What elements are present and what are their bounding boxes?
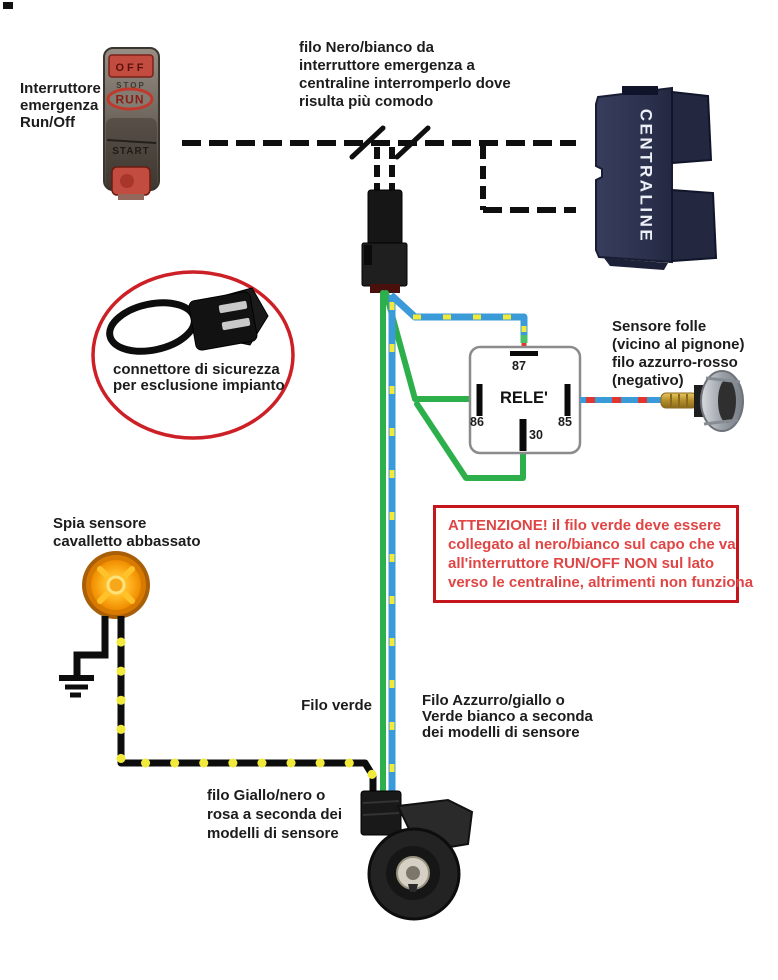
label-line: Filo verde [301, 697, 372, 714]
lamp-center [106, 575, 126, 595]
wire-cut-mark-1 [349, 125, 386, 160]
label-line: connettore di sicurezza [113, 361, 280, 378]
stand-sensor-hole [406, 866, 420, 880]
wire-lamp-ground [73, 616, 109, 677]
label-safety-connector: connettore di sicurezza per esclusione i… [113, 362, 285, 394]
ecu-label: CENTRALINE [637, 109, 656, 244]
wire-cut-mark-2 [394, 125, 431, 160]
note-line: risulta più comodo [299, 93, 434, 110]
note-line: filo Nero/bianco da [299, 39, 435, 56]
kill-switch-bottom-button-detail [120, 174, 134, 188]
label-neutral-sensor: Sensore folle (vicino al pignone) filo a… [612, 318, 745, 390]
ecu-tab-bottom [671, 188, 718, 263]
wire-blue-to-87-dashes [413, 314, 527, 332]
kill-switch-run-label: RUN [116, 93, 145, 107]
kill-switch-run-button [106, 87, 154, 111]
label-line: per esclusione impianto [113, 377, 285, 394]
neutral-sensor-hex-edges [703, 376, 741, 426]
relay-pin-label-85: 85 [558, 415, 572, 429]
neutral-sensor-slot [718, 379, 736, 423]
wire-black-white-dashed [182, 125, 576, 213]
inline-connector-top [367, 189, 403, 247]
label-green-wire: Filo verde [300, 697, 372, 715]
stand-lamp [82, 551, 150, 619]
warning-line: collegato al nero/bianco sul capo che va [448, 536, 736, 553]
relay-pin-30 [519, 419, 527, 451]
neutral-sensor [660, 370, 744, 432]
relay-label: RELE' [500, 389, 548, 407]
warning-line: ATTENZIONE! il filo verde deve essere [448, 517, 722, 534]
kill-switch-stop-label: STOP [116, 81, 146, 90]
relay-pin-label-30: 30 [529, 428, 543, 442]
wire-green-to-86 [383, 290, 479, 402]
label-blue-yellow-wire: Filo Azzurro/giallo o Verde bianco a sec… [422, 693, 593, 741]
label-line: rosa a seconda dei [207, 806, 343, 823]
kill-switch-off-label: OFF [116, 62, 147, 74]
stand-sensor-ridge [362, 800, 400, 804]
safety-connector-group [91, 270, 295, 440]
note-black-white-wire: filo Nero/bianco da interruttore emergen… [299, 39, 511, 111]
label-line: Filo Azzurro/giallo o [422, 692, 565, 709]
label-line: Run/Off [20, 114, 75, 131]
label-stand-lamp: Spia sensore cavalletto abbassato [53, 515, 201, 551]
safety-connector-loop [106, 299, 198, 355]
label-kill-switch: Interruttore emergenza Run/Off [20, 80, 101, 131]
blue-yellow-wires [388, 292, 528, 791]
relay-pin-87 [510, 351, 538, 356]
warning-line: all'interruttore RUN/OFF NON sul lato [448, 555, 715, 572]
ecu-bottom-edge [604, 258, 668, 270]
kill-switch: OFF STOP RUN START [103, 47, 160, 200]
side-stand-sensor [360, 790, 474, 921]
note-line: centraline interromperlo dove [299, 75, 511, 92]
label-line: (negativo) [612, 372, 684, 389]
warning-box: ATTENZIONE! il filo verde deve essere co… [433, 505, 754, 603]
ecu-tab-top [671, 90, 713, 165]
label-line: modelli di sensore [207, 825, 339, 842]
ecu-top-slot [622, 86, 658, 95]
label-line: Verde bianco a seconda [422, 708, 593, 725]
green-wires [380, 290, 526, 794]
kill-switch-tab [118, 194, 144, 200]
inline-connector [361, 189, 408, 293]
corner-mark [3, 2, 13, 9]
kill-switch-off-button [108, 54, 154, 78]
inline-connector-latch [364, 245, 372, 265]
label-line: Sensore folle [612, 318, 707, 335]
note-line: interruttore emergenza a [299, 57, 475, 74]
ground-wire [59, 616, 109, 698]
wire-green-30-loop [414, 401, 526, 481]
wire-yb-base [117, 616, 377, 791]
label-line: (vicino al pignone) [612, 336, 745, 353]
label-line: filo azzurro-rosso [612, 354, 738, 371]
label-line: filo Giallo/nero o [207, 787, 326, 804]
safety-connector-highlight [91, 270, 295, 440]
stand-sensor-notch [408, 884, 418, 892]
relay: 87 86 30 85 RELE' [468, 345, 582, 455]
wire-yellow-black [116, 616, 378, 793]
stand-sensor-ridge [362, 812, 400, 816]
label-line: Spia sensore [53, 515, 147, 532]
relay-pin-label-86: 86 [470, 415, 484, 429]
label-yellow-black-wire: filo Giallo/nero o rosa a seconda dei mo… [207, 786, 342, 843]
label-line: Interruttore [20, 80, 101, 97]
label-line: dei modelli di sensore [422, 724, 580, 741]
relay-pin-label-87: 87 [512, 359, 526, 373]
label-line: cavalletto abbassato [53, 533, 201, 550]
relay-pin-86 [476, 384, 483, 416]
ecu-centraline: CENTRALINE [595, 86, 718, 270]
inline-connector-seal [370, 284, 400, 293]
safety-connector-pin-1 [218, 300, 248, 314]
safety-connector-pin-2 [221, 317, 251, 331]
label-line: emergenza [20, 97, 99, 114]
kill-switch-start-label: START [112, 146, 150, 157]
relay-pin-85 [564, 384, 571, 416]
warning-line: verso le centraline, altrimenti non funz… [448, 574, 754, 591]
ecu-body [595, 86, 673, 264]
kill-switch-seam [106, 139, 157, 144]
